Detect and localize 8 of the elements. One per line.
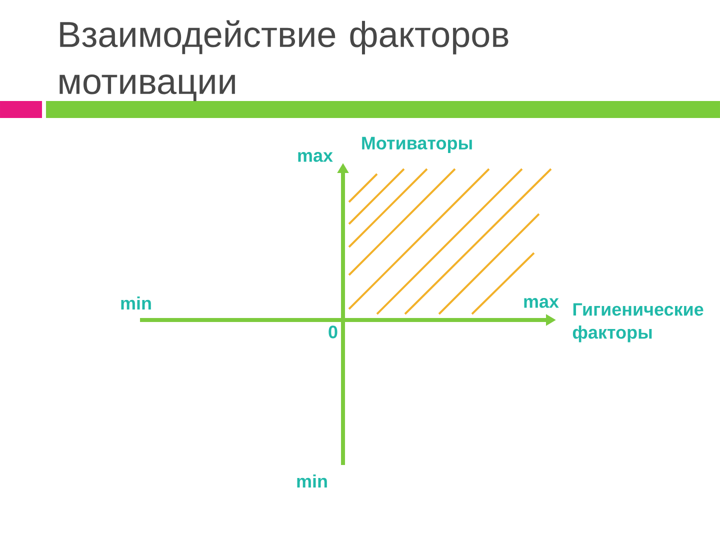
axis-title: Гигиенические факторы [572, 303, 704, 342]
axis-label: max [524, 298, 559, 308]
axis-label: 0 [328, 326, 338, 338]
title: Взаимодействие факторов мотивации [60, 20, 508, 102]
axis-title: Мотиваторы [362, 136, 472, 154]
axis-label: max [298, 152, 333, 162]
axis-label: min [121, 296, 151, 310]
axis-label: min [297, 474, 327, 488]
